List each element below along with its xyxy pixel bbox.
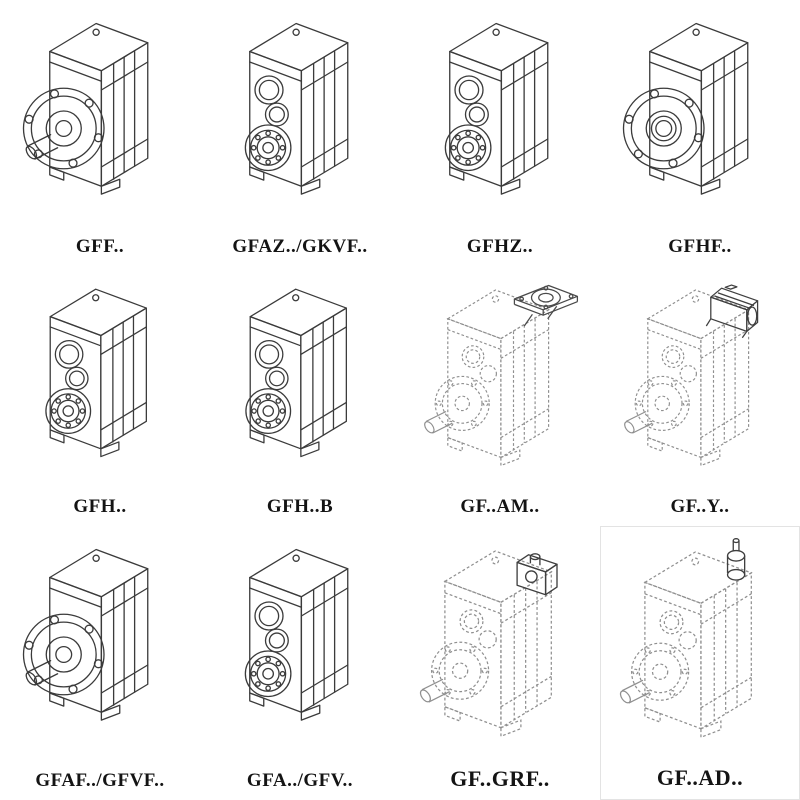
catalog-cell-gf-am: GF..AM.. bbox=[400, 266, 600, 526]
model-label: GF..AD.. bbox=[656, 765, 744, 790]
gearbox-hollow-shaft-solid-icon bbox=[213, 532, 388, 742]
model-label: GF..AM.. bbox=[460, 496, 540, 517]
gearbox-hollow-shaft-solid-icon bbox=[413, 6, 588, 216]
catalog-cell-gf-ad: GF..AD.. bbox=[600, 526, 800, 800]
catalog-cell-gfh-b: GFH..B bbox=[200, 266, 400, 526]
catalog-cell-gf-y: GF..Y.. bbox=[600, 266, 800, 526]
gearbox-output-flange-solid-icon bbox=[13, 532, 188, 742]
catalog-cell-gf-grf: GF..GRF.. bbox=[400, 526, 600, 800]
gearbox-iec-adapter-flange-dashed-icon bbox=[410, 272, 590, 488]
model-label: GFAF../GFVF.. bbox=[35, 770, 165, 791]
gearbox-output-flange-solid-icon bbox=[13, 6, 188, 216]
model-label: GFF.. bbox=[75, 236, 125, 257]
gearbox-hollow-shaft-solid-icon bbox=[14, 272, 186, 478]
catalog-cell-gfh: GFH.. bbox=[0, 266, 200, 526]
catalog-cell-gfhz: GFHZ.. bbox=[400, 0, 600, 266]
model-label: GFH..B bbox=[266, 496, 334, 517]
model-label: GFA../GFV.. bbox=[246, 770, 354, 791]
catalog-cell-gfaz-gkvf: GFAZ../GKVF.. bbox=[200, 0, 400, 266]
catalog-cell-gfa-gfv: GFA../GFV.. bbox=[200, 526, 400, 800]
model-label: GF..GRF.. bbox=[450, 766, 550, 791]
model-label: GFHF.. bbox=[668, 236, 732, 257]
gearbox-with-motor-dashed-icon bbox=[610, 272, 790, 488]
gearbox-hollow-shaft-solid-icon bbox=[213, 6, 388, 216]
model-label: GFHZ.. bbox=[466, 236, 534, 257]
gearbox-input-adapter-dashed-icon bbox=[402, 532, 598, 760]
gearbox-output-flange-solid-icon bbox=[613, 6, 788, 216]
gearbox-input-shaft-adapter-dashed-icon bbox=[602, 533, 798, 761]
catalog-cell-gff: GFF.. bbox=[0, 0, 200, 266]
catalog-cell-gfhf: GFHF.. bbox=[600, 0, 800, 266]
model-label: GF..Y.. bbox=[670, 496, 730, 517]
gearbox-hollow-shaft-base-solid-icon bbox=[214, 272, 386, 478]
model-label: GFH.. bbox=[73, 496, 127, 517]
catalog-cell-gfaf-gfvf: GFAF../GFVF.. bbox=[0, 526, 200, 800]
model-label: GFAZ../GKVF.. bbox=[232, 236, 368, 257]
